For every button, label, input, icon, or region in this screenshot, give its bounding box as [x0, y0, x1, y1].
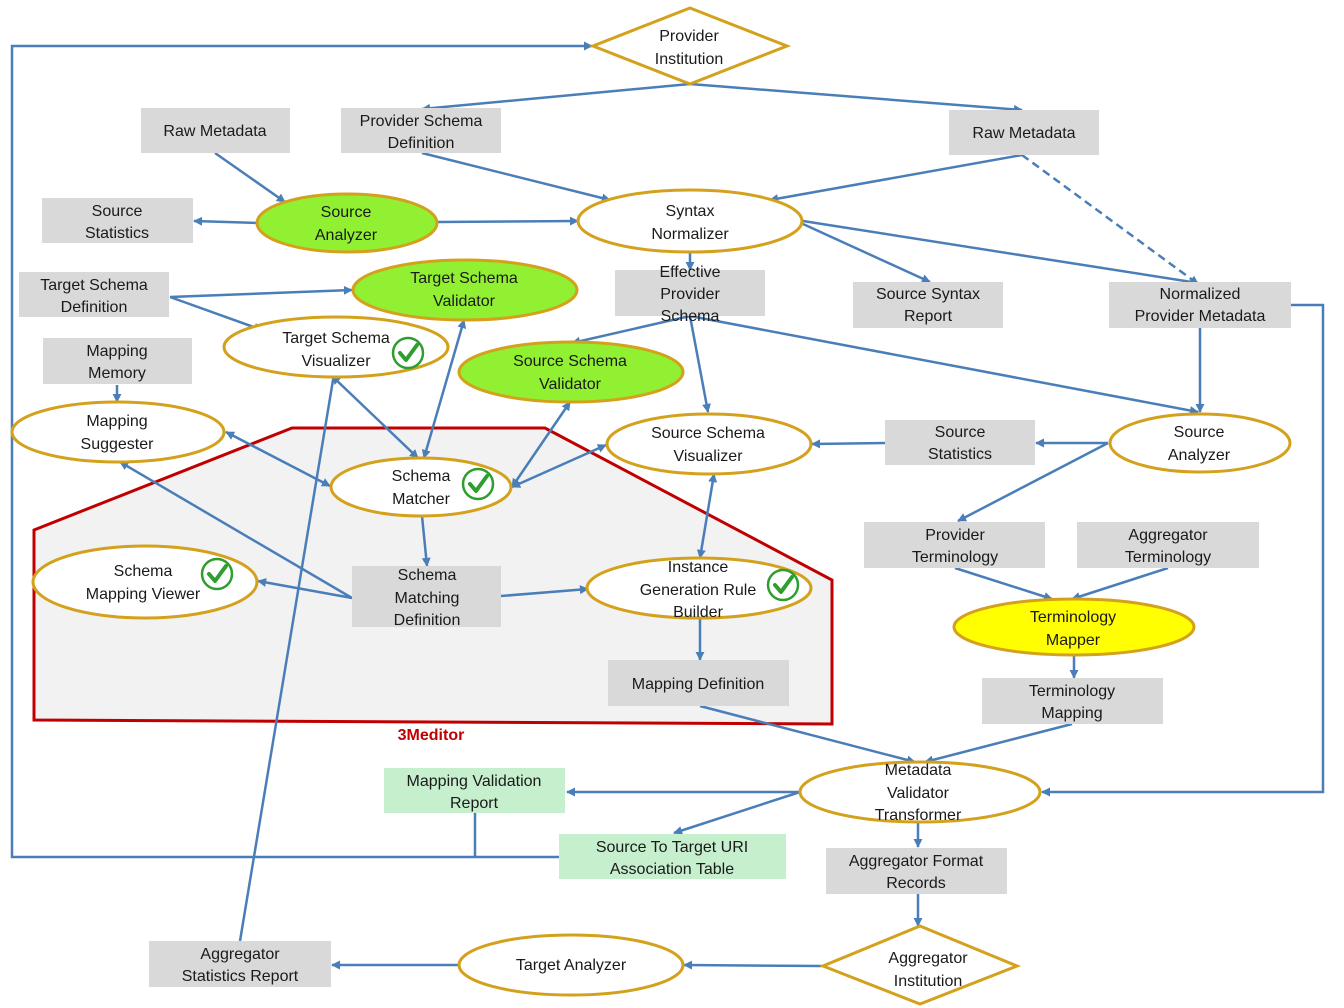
- edge-eps-to-sa-right: [689, 314, 1199, 415]
- edge-sa-to-syntax: [437, 216, 579, 226]
- edge-syntax-to-npm: [802, 219, 1199, 287]
- edge-eps-to-ssv: [571, 314, 691, 346]
- edge-mvt-to-uri: [673, 790, 801, 835]
- edge-sa-to-stats: [193, 216, 259, 226]
- check-icon: [391, 336, 425, 370]
- edge-raw-left-to-sa: [214, 151, 286, 204]
- edge-matcher-to-smd: [420, 515, 431, 567]
- edge-provider-to-psd: [421, 82, 691, 113]
- edge-sa-right-to-pt: [957, 441, 1109, 523]
- edge-psd-to-syntax: [421, 151, 611, 203]
- edge-at-to-tm: [1071, 566, 1169, 601]
- meditor-label: 3Meditor: [398, 727, 465, 744]
- edge-uri-loop: [10, 41, 593, 859]
- check-icon: [766, 568, 800, 602]
- edge-igrb-ssvis: [696, 473, 718, 559]
- edge-tsd-to-tsvis: [169, 295, 263, 332]
- edge-matcher-suggester: [225, 430, 331, 488]
- raw-metadata-right: Raw Metadata: [972, 125, 1075, 142]
- edge-stats-right-to-ssvis: [811, 439, 887, 449]
- mapping-definition: Mapping Definition: [632, 676, 765, 693]
- edges: [10, 41, 1325, 970]
- edge-provider-to-raw-right: [689, 82, 1023, 114]
- edge-ai-to-ta: [683, 960, 823, 970]
- edge-raw-right-to-syntax: [769, 153, 1023, 204]
- edge-md-to-mvt: [699, 704, 916, 765]
- check-icon: [461, 467, 495, 501]
- edge-matcher-ssvis: [511, 443, 607, 489]
- raw-metadata-left: Raw Metadata: [163, 123, 266, 140]
- edge-npm-to-mvt: [1041, 303, 1325, 797]
- target-analyzer: Target Analyzer: [516, 957, 627, 974]
- edge-matcher-tsvis: [331, 375, 419, 459]
- edge-smd-to-suggester: [119, 460, 353, 600]
- check-icon: [200, 557, 234, 591]
- edge-smd-to-viewer: [257, 578, 353, 600]
- edge-matcher-tsv: [421, 319, 467, 459]
- edge-tmap-to-mvt: [924, 722, 1073, 765]
- edge-eps-to-ssvis: [688, 315, 711, 413]
- check-icons: [200, 336, 800, 602]
- edge-asr-to-tsvis: [238, 361, 340, 942]
- edge-pt-to-tm: [954, 566, 1053, 601]
- edge-smd-to-igrb: [500, 585, 589, 598]
- edge-tsd-to-tsv-validator: [169, 285, 353, 299]
- edge-raw-right-to-npm: [1021, 153, 1199, 286]
- edge-syntax-to-ssr: [802, 222, 931, 284]
